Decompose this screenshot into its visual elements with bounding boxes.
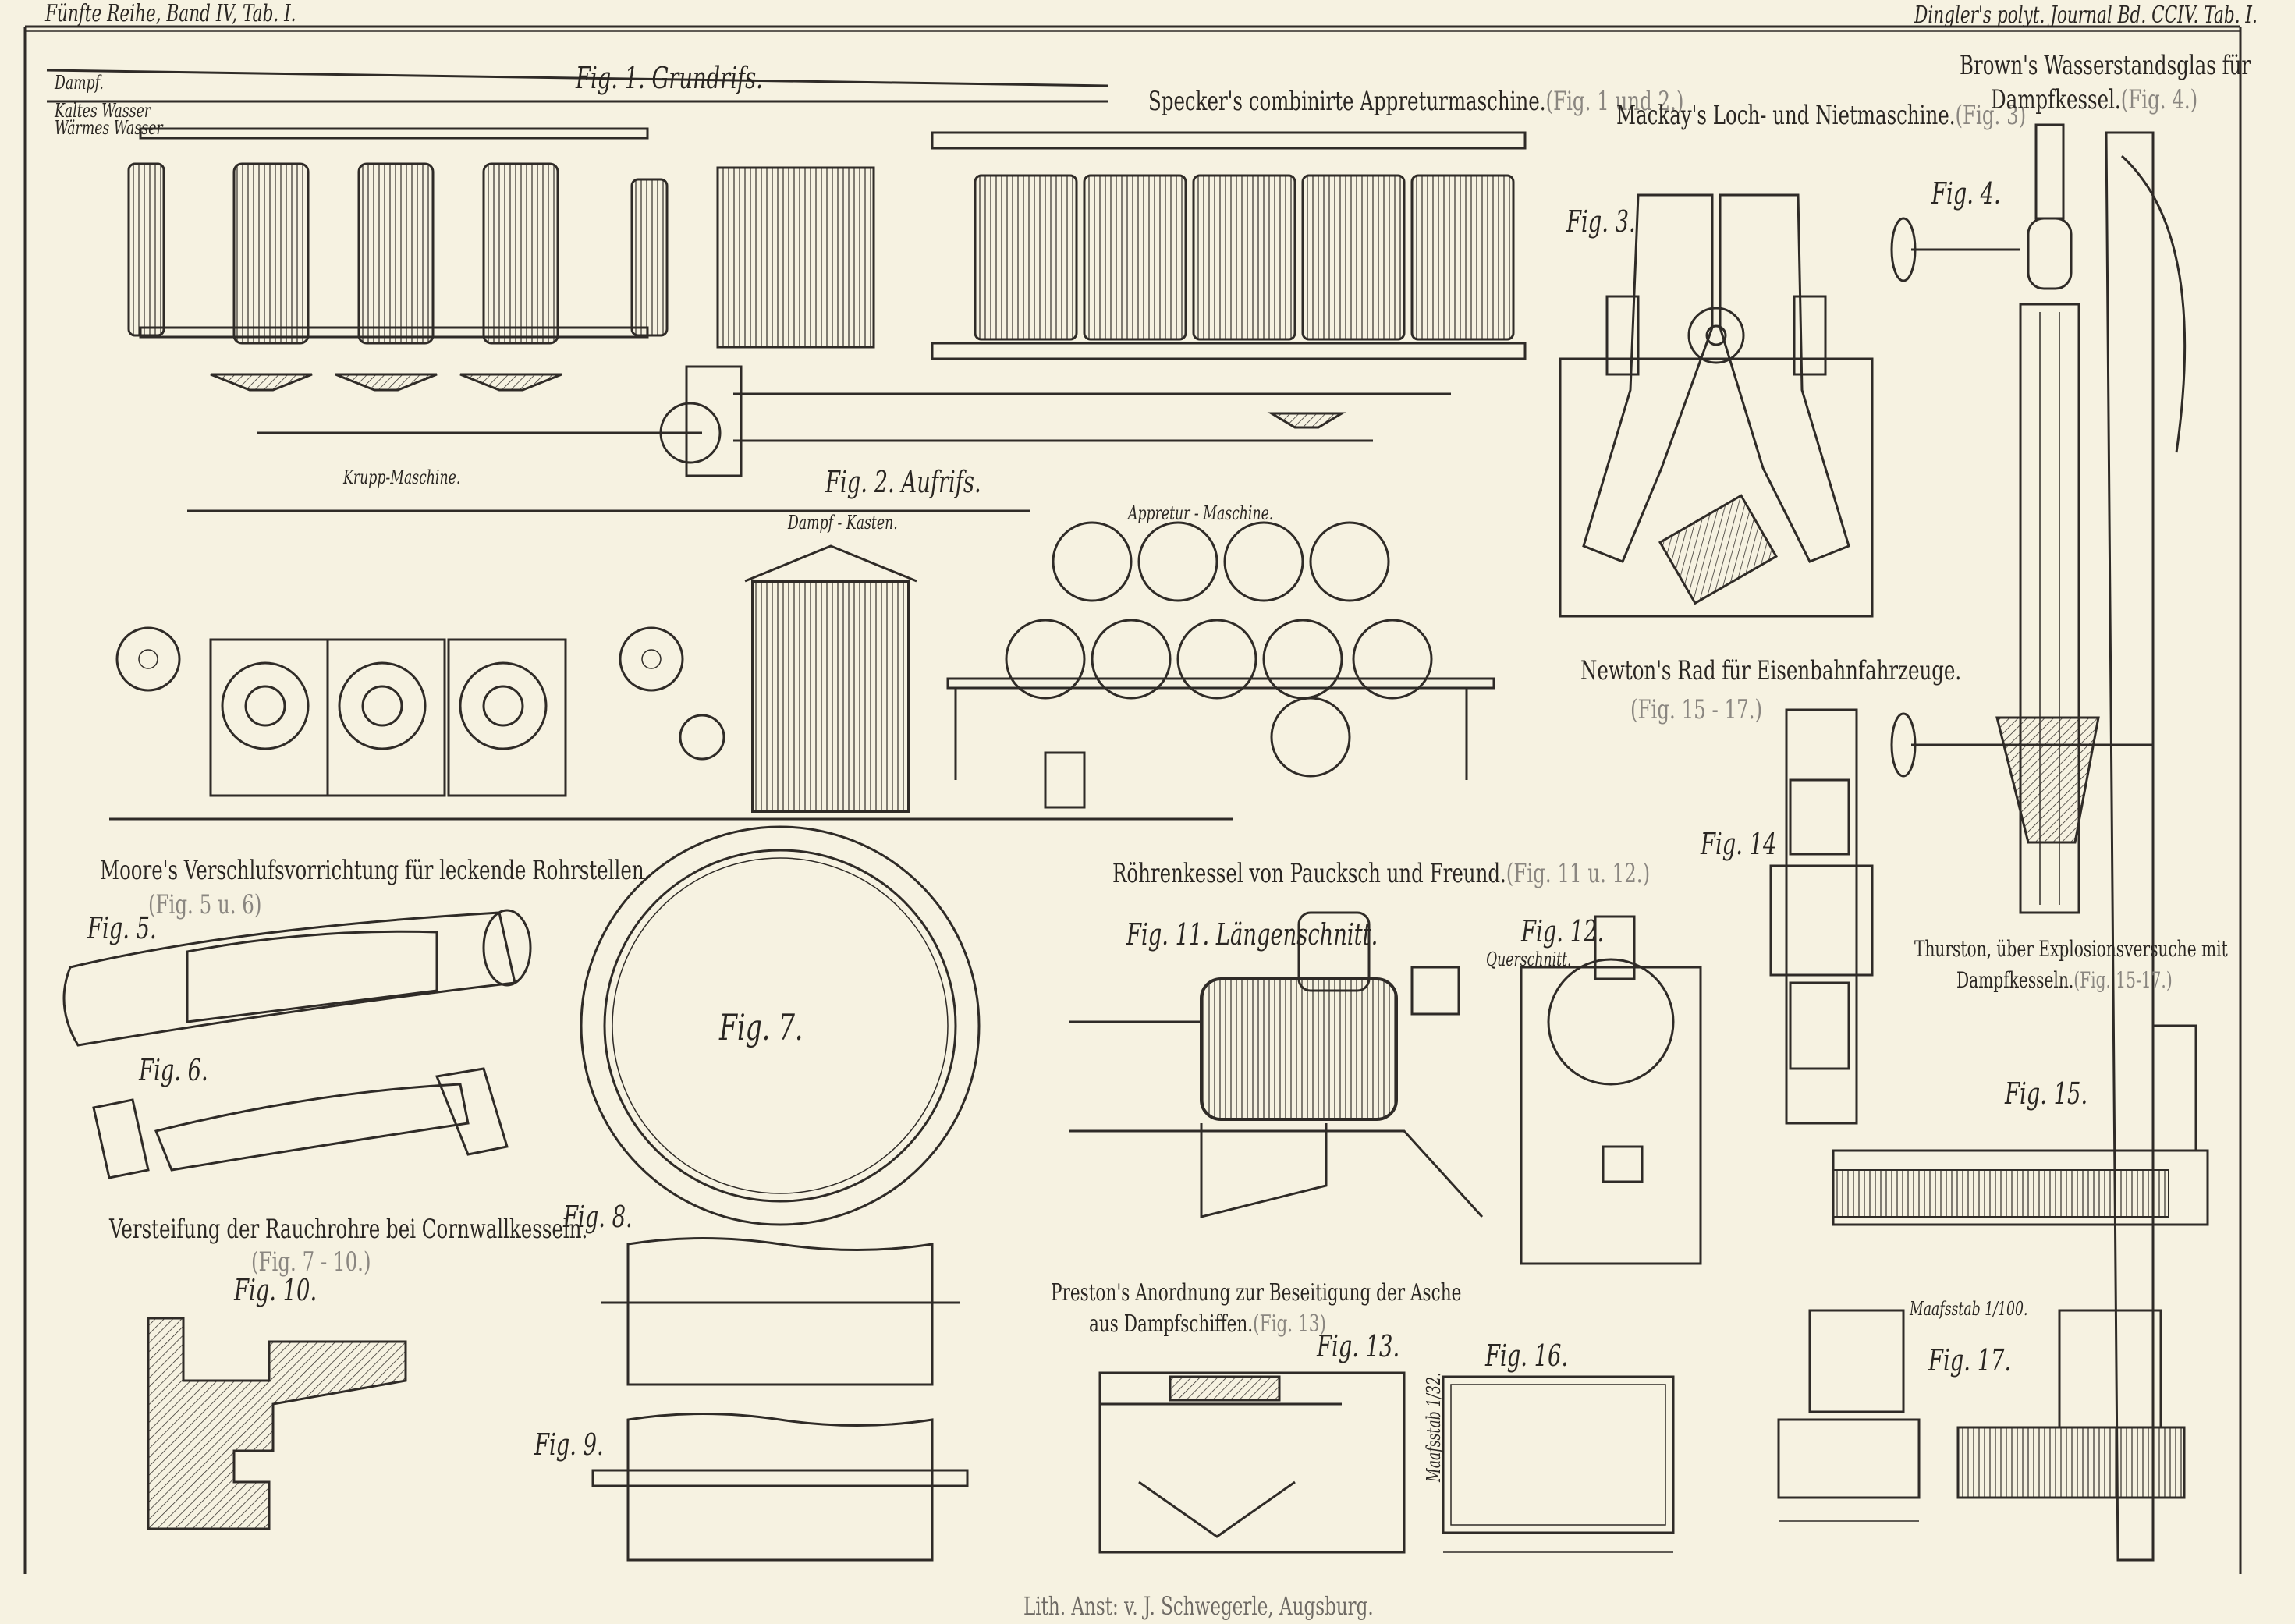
fig13-drawing bbox=[1098, 1371, 1406, 1554]
thurston-title-text: Dampfkesseln. bbox=[1956, 967, 2074, 993]
specker-title: Specker's combinirte Appreturmaschine.(F… bbox=[1148, 86, 1683, 117]
versteifung-title: Versteifung der Rauchrohre bei Cornwallk… bbox=[109, 1214, 588, 1245]
fig3-label: Fig. 3. bbox=[1566, 204, 1636, 239]
newton-ref: (Fig. 15 - 17.) bbox=[1630, 694, 1763, 725]
thurston-ref: (Fig. 15-17.) bbox=[2073, 967, 2173, 993]
kaltes-wasser-label: Kaltes Wasser bbox=[55, 100, 151, 122]
thurston-title-2: Dampfkesseln.(Fig. 15-17.) bbox=[1956, 967, 2173, 993]
scale-fig16: Maafsstab 1/32. bbox=[1423, 1372, 1445, 1482]
fig17-label: Fig. 17. bbox=[1928, 1343, 2012, 1378]
krupp-label: Krupp-Maschine. bbox=[343, 466, 461, 488]
fig14-label: Fig. 14 bbox=[1701, 827, 1777, 861]
fig7-label: Fig. 7. bbox=[719, 1006, 803, 1048]
newton-title: Newton's Rad für Eisenbahnfahrzeuge. bbox=[1580, 655, 1962, 686]
fig5-drawing bbox=[62, 909, 532, 1047]
fig15-label: Fig. 15. bbox=[2005, 1076, 2088, 1111]
fig4-label: Fig. 4. bbox=[1931, 176, 2001, 211]
fig2-label: Fig. 2. Aufrifs. bbox=[825, 465, 981, 499]
fig15-drawing bbox=[1832, 1024, 2209, 1226]
fig11-drawing bbox=[1069, 911, 1484, 1218]
plate-header-left: Fünfte Reihe, Band IV, Tab. I. bbox=[45, 0, 296, 27]
preston-title-text: aus Dampfschiffen. bbox=[1089, 1310, 1254, 1338]
mackay-title-text: Mackay's Loch- und Nietmaschine. bbox=[1616, 100, 1956, 131]
warmes-wasser-label: Wärmes Wasser bbox=[55, 117, 163, 139]
fig6-label: Fig. 6. bbox=[139, 1053, 208, 1087]
fig7-drawing bbox=[580, 825, 981, 1226]
preston-title-2: aus Dampfschiffen.(Fig. 13) bbox=[1089, 1310, 1326, 1338]
paucksch-ref: (Fig. 11 u. 12.) bbox=[1506, 858, 1651, 889]
versteifung-ref: (Fig. 7 - 10.) bbox=[251, 1246, 371, 1278]
fig3-drawing bbox=[1559, 193, 1874, 618]
lithographer-credit: Lith. Anst: v. J. Schwegerle, Augsburg. bbox=[1023, 1591, 1374, 1621]
fig16-drawing bbox=[1442, 1375, 1675, 1553]
moore-ref: (Fig. 5 u. 6) bbox=[148, 889, 262, 920]
fig13-label: Fig. 13. bbox=[1317, 1329, 1400, 1363]
paucksch-title-text: Röhrenkessel von Paucksch und Freund. bbox=[1112, 858, 1506, 889]
fig6-drawing bbox=[92, 1067, 509, 1179]
fig12-drawing bbox=[1520, 915, 1702, 1265]
fig12-label: Fig. 12. bbox=[1521, 914, 1605, 949]
specker-ref: (Fig. 1 und 2.) bbox=[1545, 86, 1684, 117]
thurston-title-1: Thurston, über Explosionsversuche mit bbox=[1914, 936, 2228, 962]
fig5-label: Fig. 5. bbox=[87, 911, 157, 945]
mackay-title: Mackay's Loch- und Nietmaschine.(Fig. 3) bbox=[1616, 100, 2026, 131]
moore-title: Moore's Verschlufsvorrichtung für lecken… bbox=[100, 855, 651, 886]
brown-title-2: Dampfkessel.(Fig. 4.) bbox=[1991, 84, 2197, 115]
fig16-label: Fig. 16. bbox=[1485, 1339, 1569, 1373]
fig11-label: Fig. 11. Längenschnitt. bbox=[1126, 917, 1378, 952]
fig9-label: Fig. 9. bbox=[534, 1427, 604, 1462]
fig8-label: Fig. 8. bbox=[563, 1200, 633, 1234]
specker-title-text: Specker's combinirte Appreturmaschine. bbox=[1148, 86, 1546, 117]
brown-title-1: Brown's Wasserstandsglas für bbox=[1960, 50, 2251, 81]
preston-ref: (Fig. 13) bbox=[1253, 1310, 1326, 1338]
scale-label: Maafsstab 1/100. bbox=[1910, 1298, 2028, 1320]
fig1-label: Fig. 1. Grundrifs. bbox=[576, 61, 763, 95]
fig12-sublabel: Querschnitt. bbox=[1486, 949, 1572, 970]
appretur-label: Appretur - Maschine. bbox=[1128, 502, 1274, 524]
preston-title-1: Preston's Anordnung zur Beseitigung der … bbox=[1051, 1279, 1462, 1307]
fig10-label: Fig. 10. bbox=[234, 1273, 317, 1307]
plate-border bbox=[23, 25, 2242, 1574]
fig8-drawing bbox=[601, 1237, 960, 1386]
fig4-drawing bbox=[1890, 123, 2187, 1562]
brown-ref: (Fig. 4.) bbox=[2120, 84, 2198, 115]
mackay-ref: (Fig. 3) bbox=[1955, 100, 2027, 131]
fig1-drawing bbox=[46, 69, 1108, 477]
plate-header-right: Dingler's polyt. Journal Bd. CCIV. Tab. … bbox=[1914, 2, 2258, 29]
brown-title-text: Dampfkessel. bbox=[1991, 84, 2121, 115]
paucksch-title: Röhrenkessel von Paucksch und Freund.(Fi… bbox=[1112, 858, 1650, 889]
dampfkasten-label: Dampf - Kasten. bbox=[788, 512, 898, 534]
fig9-drawing bbox=[591, 1413, 969, 1562]
fig1-appretur-plan bbox=[716, 131, 1527, 442]
fig2-drawing bbox=[109, 509, 1495, 821]
fig17-drawing bbox=[1777, 1309, 2186, 1522]
fig10-drawing bbox=[147, 1317, 407, 1530]
dampf-label: Dampf. bbox=[55, 72, 104, 94]
fig14-drawing bbox=[1769, 708, 1874, 1125]
